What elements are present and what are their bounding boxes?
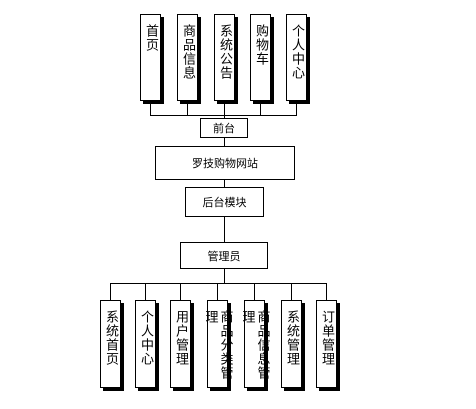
front-module-label: 个人中心 [289, 24, 304, 80]
admin-module-label: 系统首页 [103, 310, 118, 366]
connector-line [224, 217, 225, 242]
connector-line [291, 283, 292, 300]
website-label: 罗技购物网站 [192, 157, 258, 170]
back-end-box: 后台模块 [185, 187, 264, 217]
front-module-label: 购物车 [253, 24, 268, 66]
admin-module-label: 商品分类管理 [202, 310, 233, 380]
admin-module-label: 订单管理 [319, 310, 334, 366]
admin-module-label: 商品信息管理 [239, 310, 270, 380]
front-module-box: 购物车 [250, 14, 271, 101]
admin-box: 管理员 [180, 242, 268, 269]
connector-line [224, 180, 225, 187]
front-module-box: 个人中心 [286, 14, 307, 101]
connector-line [110, 283, 111, 300]
admin-module-label: 个人中心 [138, 310, 153, 366]
admin-module-label: 系统管理 [284, 310, 299, 366]
front-module-box: 系统公告 [214, 14, 235, 101]
admin-module-box: 系统首页 [100, 300, 121, 388]
connector-line [187, 101, 188, 115]
connector-line [224, 101, 225, 115]
front-end-label: 前台 [213, 122, 235, 135]
admin-module-box: 订单管理 [316, 300, 337, 388]
connector-line [145, 283, 146, 300]
connector-line [254, 283, 255, 300]
connector-line [260, 101, 261, 115]
connector-line [110, 283, 326, 284]
admin-module-box: 系统管理 [281, 300, 302, 388]
back-end-label: 后台模块 [202, 196, 247, 209]
front-module-box: 商品信息 [177, 14, 198, 101]
admin-module-box: 商品分类管理 [203, 300, 233, 388]
connector-line [150, 101, 151, 115]
connector-line [224, 115, 225, 118]
admin-module-box: 用户管理 [170, 300, 191, 388]
front-module-label: 商品信息 [180, 24, 195, 80]
front-module-label: 首页 [143, 24, 158, 52]
admin-module-box: 个人中心 [135, 300, 156, 388]
admin-module-label: 用户管理 [173, 310, 188, 366]
connector-line [326, 283, 327, 300]
front-module-label: 系统公告 [217, 24, 232, 80]
admin-label: 管理员 [207, 249, 241, 263]
front-end-box: 前台 [200, 118, 248, 138]
front-module-box: 首页 [140, 14, 161, 101]
website-box: 罗技购物网站 [155, 146, 295, 180]
connector-line [296, 101, 297, 115]
connector-line [224, 138, 225, 146]
connector-line [180, 283, 181, 300]
connector-line [224, 269, 225, 283]
connector-line [217, 283, 218, 300]
connector-line [150, 115, 297, 116]
admin-module-box: 商品信息管理 [240, 300, 270, 388]
